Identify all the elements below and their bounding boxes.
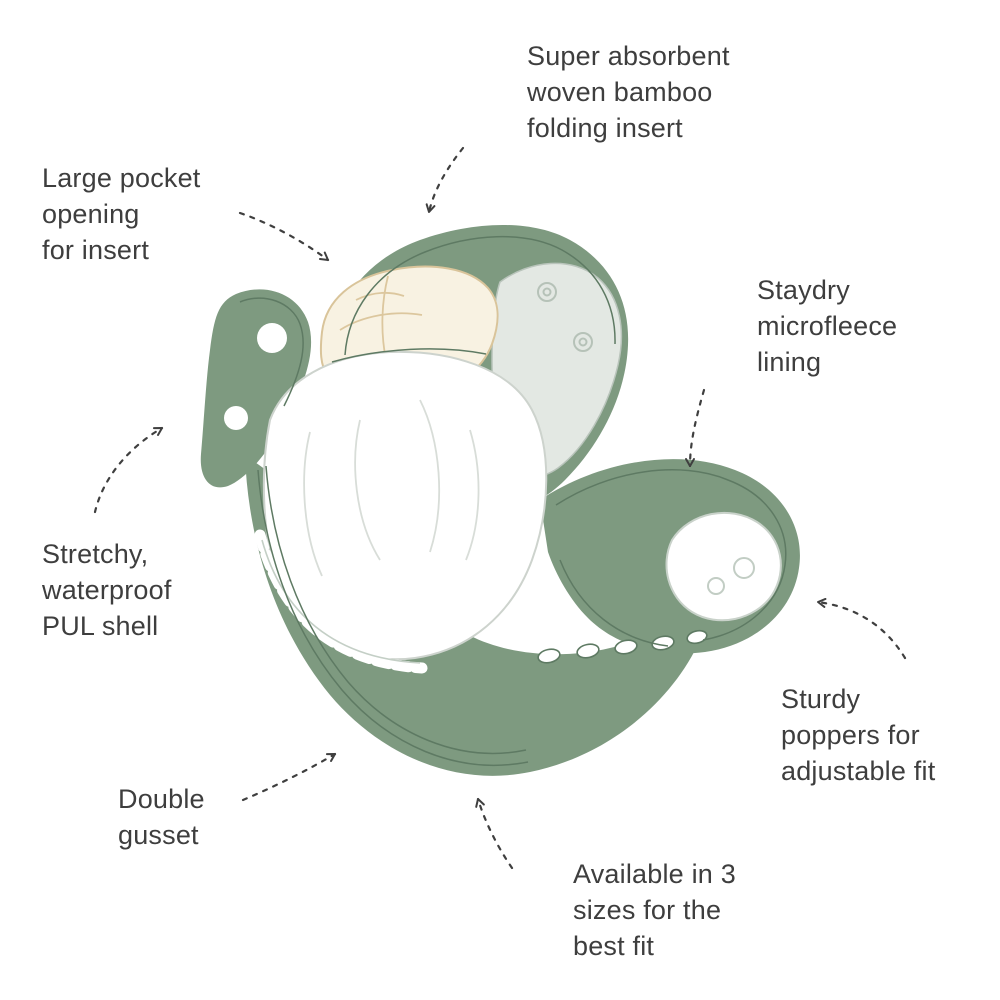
popper-icon (576, 643, 600, 659)
label-poppers: Sturdy poppers for adjustable fit (781, 684, 936, 786)
dashed-arrow-shell (93, 426, 164, 514)
elastic-gather-left-line (261, 539, 421, 664)
dashed-arrow-gusset (241, 752, 337, 802)
dashed-arrow-insert (425, 146, 465, 214)
popper-icon (537, 648, 561, 664)
label-gusset: Double gusset (118, 784, 205, 850)
inner-fold-lines (303, 399, 480, 577)
popper-icon (257, 323, 287, 353)
snap-icon (707, 577, 725, 595)
annotation-arrows (93, 146, 907, 870)
label-shell: Stretchy, waterproof PUL shell (42, 539, 172, 641)
dashed-arrow-pocket (238, 211, 330, 262)
snap-icon (578, 337, 588, 347)
snap-icon (733, 557, 755, 579)
snap-icon (573, 332, 593, 352)
popper-icon (651, 635, 675, 651)
popper-icon (614, 639, 638, 655)
dashed-arrow-sizes (475, 797, 514, 870)
popper-icon (224, 406, 248, 430)
popper-icon (686, 629, 708, 645)
leg-opening-panel (665, 511, 782, 622)
dashed-arrow-poppers (816, 597, 907, 660)
label-pocket: Large pocket opening for insert (42, 163, 201, 265)
popper-row (537, 629, 708, 664)
label-insert: Super absorbent woven bamboo folding ins… (527, 41, 730, 143)
snap-icon (542, 287, 552, 297)
stitching (239, 235, 787, 766)
wing-poppers (224, 323, 287, 430)
label-sizes: Available in 3 sizes for the best fit (573, 859, 736, 961)
snap-icon (537, 282, 557, 302)
label-lining: Staydry microfleece lining (757, 275, 898, 377)
wing-snaps (707, 557, 755, 595)
lining-snaps (537, 282, 593, 352)
dashed-arrow-lining (685, 388, 706, 468)
